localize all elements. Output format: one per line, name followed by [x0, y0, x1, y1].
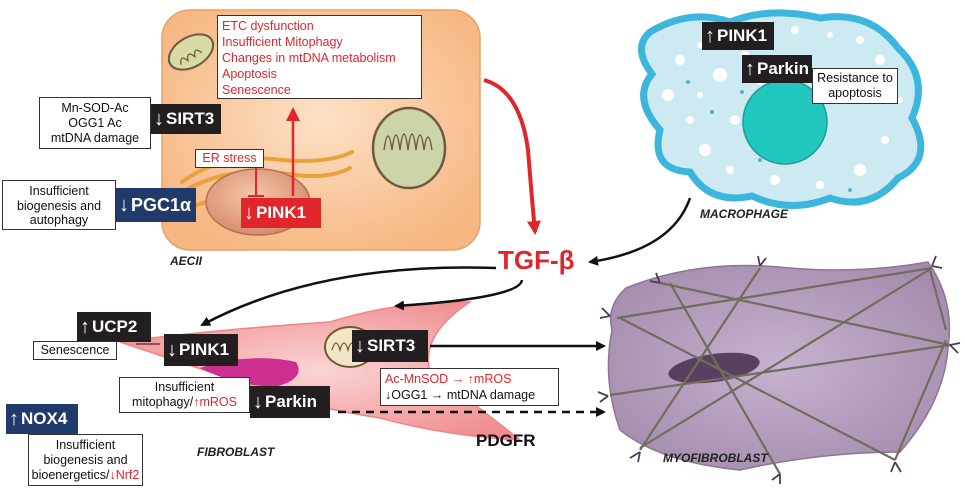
tgf-beta-label: TGF-β	[498, 245, 575, 275]
macrophage-to-tgfb-arrow	[588, 197, 692, 266]
tgfb-to-fibroblast-arrow	[200, 266, 497, 327]
myofibroblast-caption: MYOFIBROBLAST	[663, 451, 768, 465]
down-arrow-icon: ↓	[253, 391, 263, 413]
aecii-sirt3-effects-box: Mn-SOD-Ac OGG1 Ac mtDNA damage	[39, 97, 151, 149]
aecii-effect-2: Insufficient Mitophagy	[222, 35, 343, 49]
down-arrow-icon: ↓	[167, 339, 177, 361]
nox4-line-2: biogenesis and	[43, 453, 128, 467]
macrophage-effect-2: apoptosis	[828, 86, 882, 100]
macrophage-effect-1: Resistance to	[817, 71, 893, 85]
sirt3-fibro-line-1: Ac-MnSOD → ↑mROS	[385, 372, 512, 386]
down-arrow-icon: ↓	[385, 388, 392, 402]
pdgfr-label: PDGFR	[476, 431, 536, 450]
aecii-pgc1a-effects-box: Insufficient biogenesis and autophagy	[2, 180, 116, 230]
fibroblast-sirt3-effects-box: Ac-MnSOD → ↑mROS ↓OGG1 → mtDNA damage	[380, 368, 559, 406]
filopodia	[597, 255, 961, 484]
up-arrow-icon: ↑	[745, 58, 755, 80]
macrophage-parkin-badge: ↑ Parkin	[742, 55, 812, 83]
er-stress-inhibition	[248, 168, 264, 197]
nox4-line-3: bioenergetics/↓Nrf2	[31, 468, 140, 482]
aecii-sirt3-badge: ↓ SIRT3	[151, 104, 221, 134]
mitophagy-line-1: Insufficient	[154, 380, 215, 394]
mitochondrion-large	[371, 106, 447, 190]
sirt3-fibro-line-2: ↓OGG1 → mtDNA damage	[385, 388, 536, 402]
mitochondrion-small	[167, 33, 215, 71]
aecii-effect-5: Senescence	[222, 83, 291, 97]
aecii-pgc1a-badge: ↓ PGC1α	[116, 188, 196, 222]
fibroblast-senescence-box: Senescence	[33, 341, 117, 360]
aecii-effect-4: Apoptosis	[222, 67, 277, 81]
aecii-effects-box: ETC dysfunction Insufficient Mitophagy C…	[217, 15, 422, 99]
fibroblast-pink1-badge: ↓ PINK1	[164, 334, 238, 366]
stress-fibers	[609, 266, 951, 475]
up-arrow-icon: ↑	[705, 25, 715, 47]
fibroblast-sirt3-badge: ↓ SIRT3	[352, 330, 428, 362]
nox4-line-1: Insufficient	[55, 438, 116, 452]
pgc1a-effect-1: Insufficient	[29, 184, 89, 198]
aecii-effect-3: Changes in mtDNA metabolism	[222, 51, 396, 65]
mitophagy-line-2: mitophagy/↑mROS	[132, 395, 237, 409]
pgc1a-effect-3: autophagy	[29, 213, 89, 227]
right-arrow-icon: →	[451, 372, 465, 386]
up-arrow-icon: ↑	[9, 408, 19, 430]
macrophage-caption: MACROPHAGE	[700, 207, 789, 221]
sirt3-effect-3: mtDNA damage	[50, 131, 140, 145]
macrophage-cell	[638, 9, 925, 209]
aecii-to-tgfb-arrow	[483, 78, 541, 235]
fibroblast-nox4-effects-box: Insufficient biogenesis and bioenergetic…	[28, 434, 143, 486]
aecii-pink1-badge: ↓ PINK1	[241, 198, 321, 228]
fibroblast-caption: FIBROBLAST	[197, 445, 275, 459]
fibroblast-mitophagy-box: Insufficient mitophagy/↑mROS	[119, 377, 250, 413]
down-arrow-icon: ↓	[355, 335, 365, 357]
pgc1a-effect-2: biogenesis and	[16, 198, 102, 213]
macrophage-effect-box: Resistance to apoptosis	[812, 68, 898, 104]
sirt3-effect-2: OGG1 Ac	[68, 116, 122, 130]
er-stress-label: ER stress	[195, 149, 264, 168]
down-arrow-icon: ↓	[154, 108, 164, 130]
tgfb-to-mitochondrion-arrow	[394, 279, 524, 311]
down-arrow-icon: ↓	[119, 194, 129, 216]
up-arrow-icon: ↑	[467, 372, 474, 386]
myofibroblast-cell	[597, 255, 961, 484]
aecii-effect-1: ETC dysfunction	[222, 19, 314, 33]
fibroblast-parkin-badge: ↓ Parkin	[250, 386, 330, 418]
aecii-caption: AECII	[170, 254, 203, 268]
sirt3-effect-1: Mn-SOD-Ac	[61, 101, 129, 115]
down-arrow-icon: ↓	[244, 202, 254, 224]
up-arrow-icon: ↑	[80, 316, 90, 338]
up-arrow-icon: ↑	[193, 395, 200, 409]
down-arrow-icon: ↓	[109, 468, 116, 482]
right-arrow-icon: →	[430, 388, 444, 402]
macrophage-pink1-badge: ↑ PINK1	[702, 22, 774, 50]
fibroblast-ucp2-badge: ↑ UCP2	[77, 312, 151, 342]
fibroblast-nox4-badge: ↑ NOX4	[6, 404, 78, 434]
